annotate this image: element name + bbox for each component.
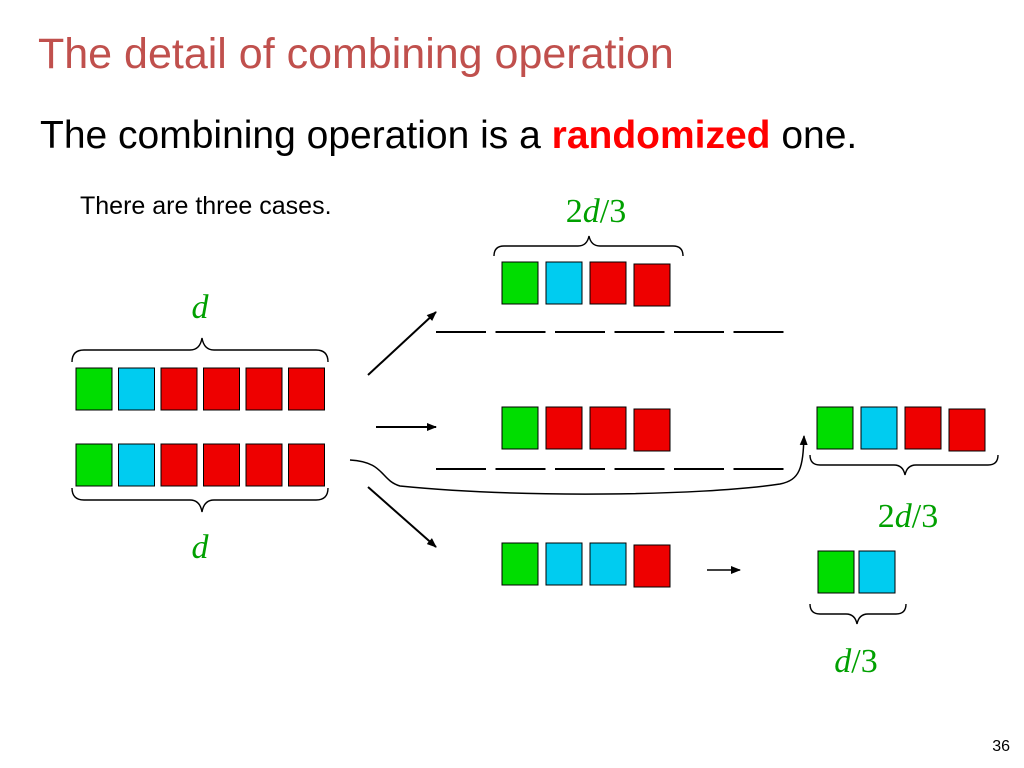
subtitle-highlight: randomized — [551, 114, 771, 157]
case2-result-brace — [809, 454, 999, 476]
red-block — [160, 367, 198, 411]
red-block — [589, 406, 627, 450]
green-block — [501, 406, 539, 450]
case3-result-width-label: d/3 — [834, 643, 877, 680]
red-block — [948, 408, 986, 452]
case3-arrow — [367, 486, 437, 548]
input-bottom-length-label: d — [192, 529, 210, 566]
blue-block — [118, 443, 155, 487]
case3-result-brace — [809, 603, 907, 625]
slide-title: The detail of combining operation — [38, 30, 674, 78]
input-sequence-top — [75, 367, 325, 411]
case1-brace — [493, 235, 684, 257]
case3-result-sequence — [817, 550, 896, 594]
red-block — [288, 367, 325, 411]
red-block — [904, 406, 942, 450]
case3-output-sequence — [501, 542, 671, 588]
red-block — [203, 443, 240, 487]
green-block — [75, 443, 113, 487]
green-block — [501, 261, 539, 305]
blue-block — [545, 261, 583, 305]
subtitle-text-after: one. — [770, 114, 858, 157]
input-top-brace — [71, 337, 329, 363]
blue-block — [858, 550, 896, 594]
red-block — [203, 367, 240, 411]
input-sequence-bottom — [75, 443, 325, 487]
input-top-length-label: d — [192, 289, 210, 326]
blue-block — [545, 542, 583, 586]
cases-text: There are three cases. — [80, 192, 332, 220]
subtitle-text-before: The combining operation is a — [40, 114, 552, 157]
case1-arrow — [367, 311, 437, 376]
red-block — [633, 544, 671, 588]
red-block — [245, 367, 283, 411]
page-number: 36 — [992, 738, 1010, 755]
red-block — [589, 261, 627, 305]
red-block — [633, 263, 671, 307]
case2-curved-arrow — [349, 435, 808, 495]
blue-block — [118, 367, 155, 411]
green-block — [816, 406, 854, 450]
red-block — [245, 443, 283, 487]
input-bottom-brace — [71, 487, 329, 513]
red-block — [288, 443, 325, 487]
red-block — [633, 408, 671, 452]
green-block — [501, 542, 539, 586]
green-block — [75, 367, 113, 411]
case1-output-sequence — [501, 261, 671, 307]
red-block — [545, 406, 583, 450]
case2-result-sequence — [816, 406, 986, 452]
case2-result-width-label: 2d/3 — [878, 498, 938, 535]
red-block — [160, 443, 198, 487]
green-block — [817, 550, 855, 594]
slide-subtitle: The combining operation is a randomized … — [40, 114, 857, 158]
case2-output-sequence — [501, 406, 671, 452]
blue-block — [860, 406, 898, 450]
case1-width-label: 2d/3 — [566, 193, 626, 230]
blue-block — [589, 542, 627, 586]
